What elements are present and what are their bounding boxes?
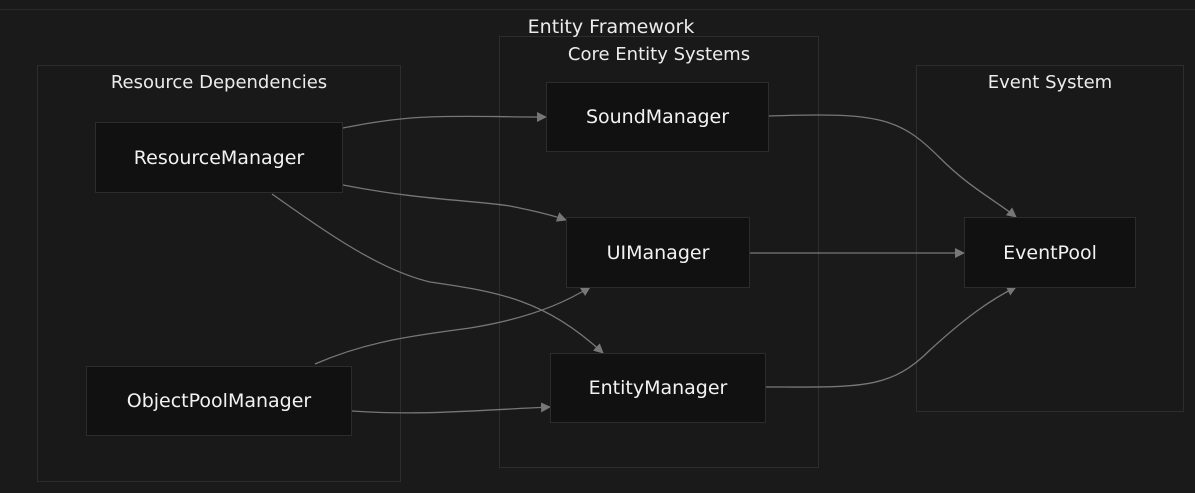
node-entity-manager[interactable]: EntityManager bbox=[550, 353, 766, 423]
group-label-core-entity-systems: Core Entity Systems bbox=[567, 44, 751, 65]
node-label-sound-manager: SoundManager bbox=[585, 106, 730, 128]
node-resource-manager[interactable]: ResourceManager bbox=[95, 122, 343, 193]
group-label-event-system: Event System bbox=[987, 72, 1113, 93]
node-label-resource-manager: ResourceManager bbox=[133, 146, 305, 169]
group-label-resource-dependencies: Resource Dependencies bbox=[110, 72, 328, 93]
node-object-pool-manager[interactable]: ObjectPoolManager bbox=[86, 366, 352, 436]
node-event-pool[interactable]: EventPool bbox=[964, 217, 1136, 288]
outer-frame bbox=[0, 9, 1195, 493]
node-label-event-pool: EventPool bbox=[1003, 241, 1097, 264]
node-ui-manager[interactable]: UIManager bbox=[566, 217, 750, 288]
node-sound-manager[interactable]: SoundManager bbox=[546, 82, 769, 152]
node-label-ui-manager: UIManager bbox=[606, 241, 710, 264]
node-label-object-pool-manager: ObjectPoolManager bbox=[126, 390, 312, 412]
node-label-entity-manager: EntityManager bbox=[588, 377, 728, 399]
diagram-title: Entity Framework bbox=[527, 16, 695, 38]
